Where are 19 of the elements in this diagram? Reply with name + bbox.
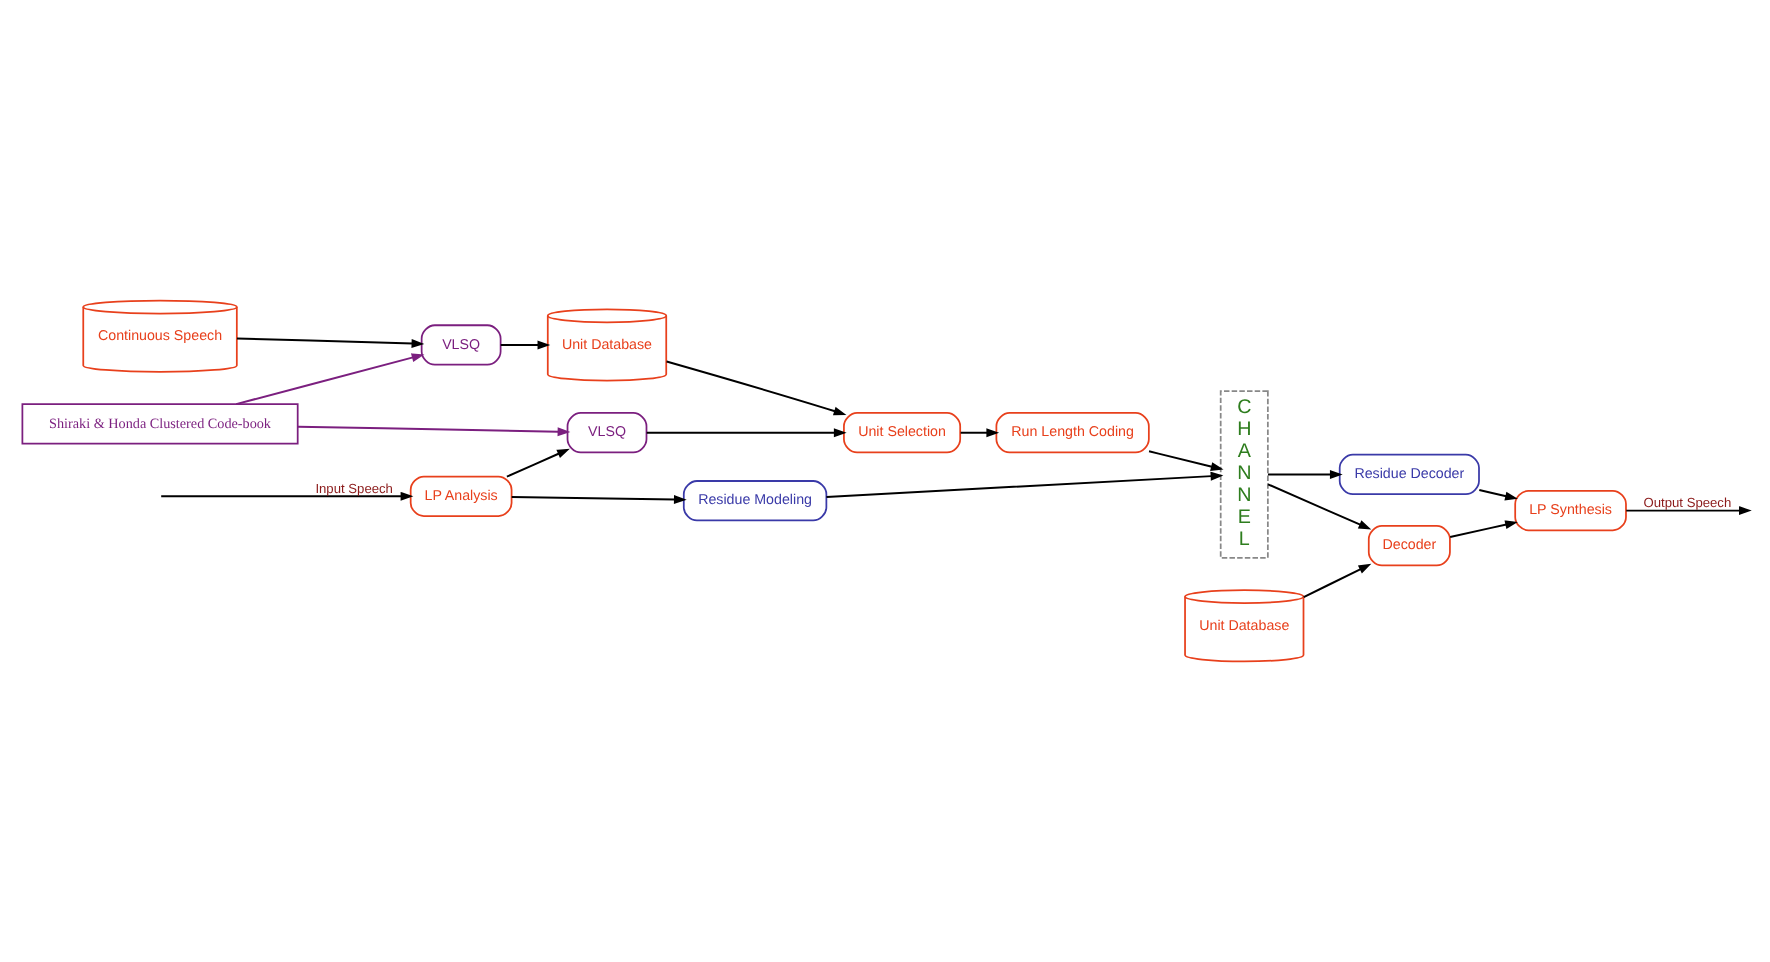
arrow xyxy=(498,340,550,350)
arrow xyxy=(1266,483,1371,530)
arrow xyxy=(1624,506,1751,516)
arrow xyxy=(295,425,570,437)
arrow xyxy=(1448,520,1517,538)
arrow xyxy=(1301,563,1371,599)
arrow xyxy=(504,448,569,478)
arrow xyxy=(234,353,424,406)
arrow xyxy=(664,360,846,416)
arrow xyxy=(1147,450,1223,471)
node-box: CHANNEL xyxy=(1218,390,1268,559)
arrow xyxy=(958,428,999,438)
arrow xyxy=(509,495,686,504)
arrow xyxy=(824,471,1223,498)
arrow xyxy=(159,491,413,501)
arrow xyxy=(1477,489,1517,501)
arrow xyxy=(1266,469,1342,479)
arrow xyxy=(644,428,846,438)
arrow xyxy=(234,337,424,349)
